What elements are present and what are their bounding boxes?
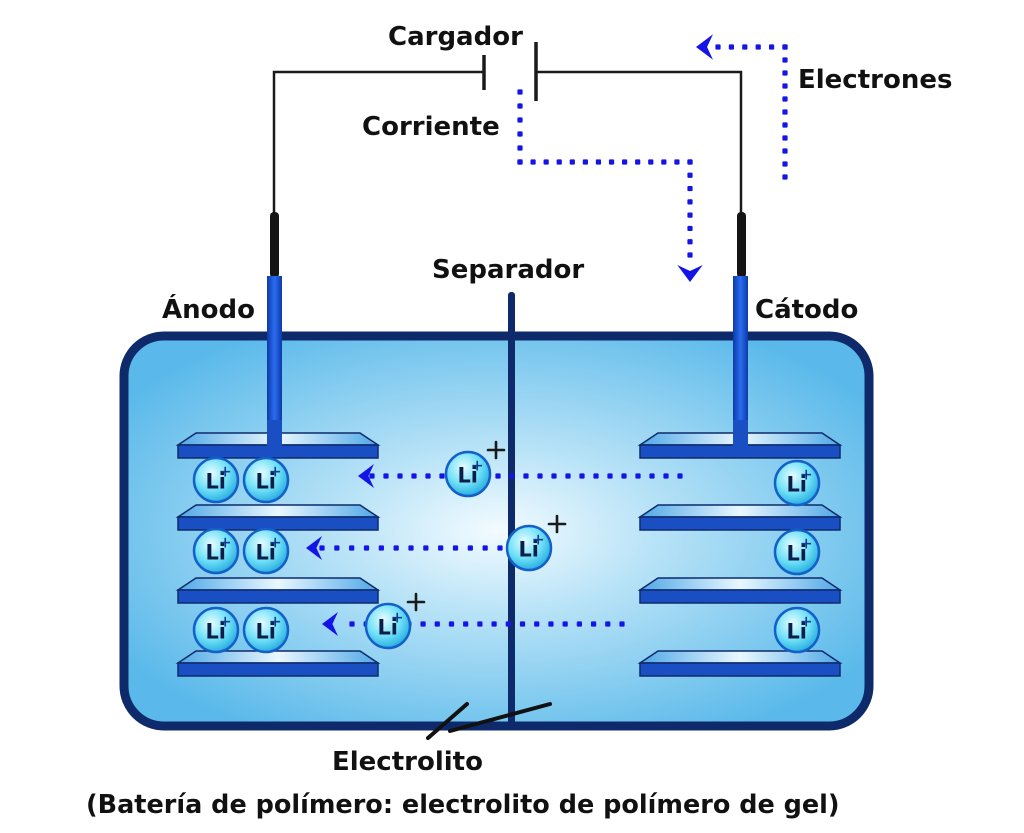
label-separator: Separador: [432, 255, 584, 285]
current-flow-arrowhead: [677, 265, 703, 282]
lithium-ion: Li: [242, 456, 290, 504]
ion-symbol: Li: [786, 472, 806, 496]
external-flow-arrows: [517, 34, 788, 282]
lithium-ion: Li: [364, 592, 426, 650]
ion-symbol: Li: [205, 540, 225, 564]
lithium-ion: Li: [192, 527, 240, 575]
anode-plate: [175, 504, 381, 531]
ion-symbol: Li: [786, 541, 806, 565]
anode-plate: [175, 650, 381, 677]
electron-flow-dots-horizontal: [715, 44, 788, 50]
cathode-plate: [637, 650, 843, 677]
electron-flow-arrowhead: [696, 34, 713, 60]
ion-symbol: Li: [205, 469, 225, 493]
ion-flow-arrowhead-1: [358, 464, 374, 488]
label-charger: Cargador: [388, 22, 523, 52]
lithium-ion: Li: [773, 528, 821, 576]
anode-terminal-connector: [270, 212, 279, 278]
charger-symbol: [482, 42, 538, 101]
label-electrolyte: Electrolito: [332, 747, 483, 777]
ion-symbol: Li: [518, 537, 538, 561]
label-anode: Ánodo: [162, 293, 255, 325]
lithium-ion: Li: [444, 440, 506, 498]
current-flow-dots-vertical: [517, 89, 523, 165]
ion-symbol: Li: [255, 540, 275, 564]
anode-rod: [267, 276, 282, 436]
ion-symbol: Li: [786, 619, 806, 643]
label-current: Corriente: [362, 112, 500, 142]
ion-symbol: Li: [205, 619, 225, 643]
circuit-wire: [272, 70, 743, 215]
ion-flow-dots-row-2: [319, 545, 503, 551]
ion-flow-arrowhead-2: [306, 536, 322, 560]
anode-rod-joint: [267, 420, 282, 446]
ion-symbol: Li: [377, 615, 397, 639]
ion-symbol: Li: [255, 619, 275, 643]
ion-flow-dots-row-1: [369, 473, 683, 479]
separator: [508, 292, 515, 727]
label-cathode: Cátodo: [755, 295, 858, 325]
anode-plate: [175, 577, 381, 604]
electron-flow-dots-vertical: [782, 44, 788, 180]
ion-symbol: Li: [255, 469, 275, 493]
cathode-plate: [637, 504, 843, 531]
lithium-ion: Li: [773, 459, 821, 507]
lithium-ion: Li: [242, 606, 290, 654]
electrode-plates: [175, 420, 843, 677]
lithium-ion: Li: [505, 514, 567, 572]
label-electrons: Electrones: [798, 65, 952, 95]
anode-plate: [175, 432, 381, 459]
cathode-rod: [733, 276, 748, 436]
ion-flow-arrowhead-3: [322, 612, 338, 636]
diagram-caption: (Batería de polímero: electrolito de pol…: [86, 790, 840, 820]
lithium-ion: Li: [192, 606, 240, 654]
lithium-ion: Li: [773, 606, 821, 654]
cathode-plate: [637, 432, 843, 459]
lithium-ion: Li: [192, 456, 240, 504]
cathode-rod-joint: [733, 420, 748, 446]
lithium-ion: Li: [242, 527, 290, 575]
cathode-plate: [637, 577, 843, 604]
cathode-terminal-connector: [737, 212, 746, 278]
electrolyte-pointer: [426, 702, 552, 740]
current-flow-dots-down: [687, 159, 693, 258]
current-flow-dots-horizontal: [517, 159, 693, 165]
ion-symbol: Li: [457, 463, 477, 487]
